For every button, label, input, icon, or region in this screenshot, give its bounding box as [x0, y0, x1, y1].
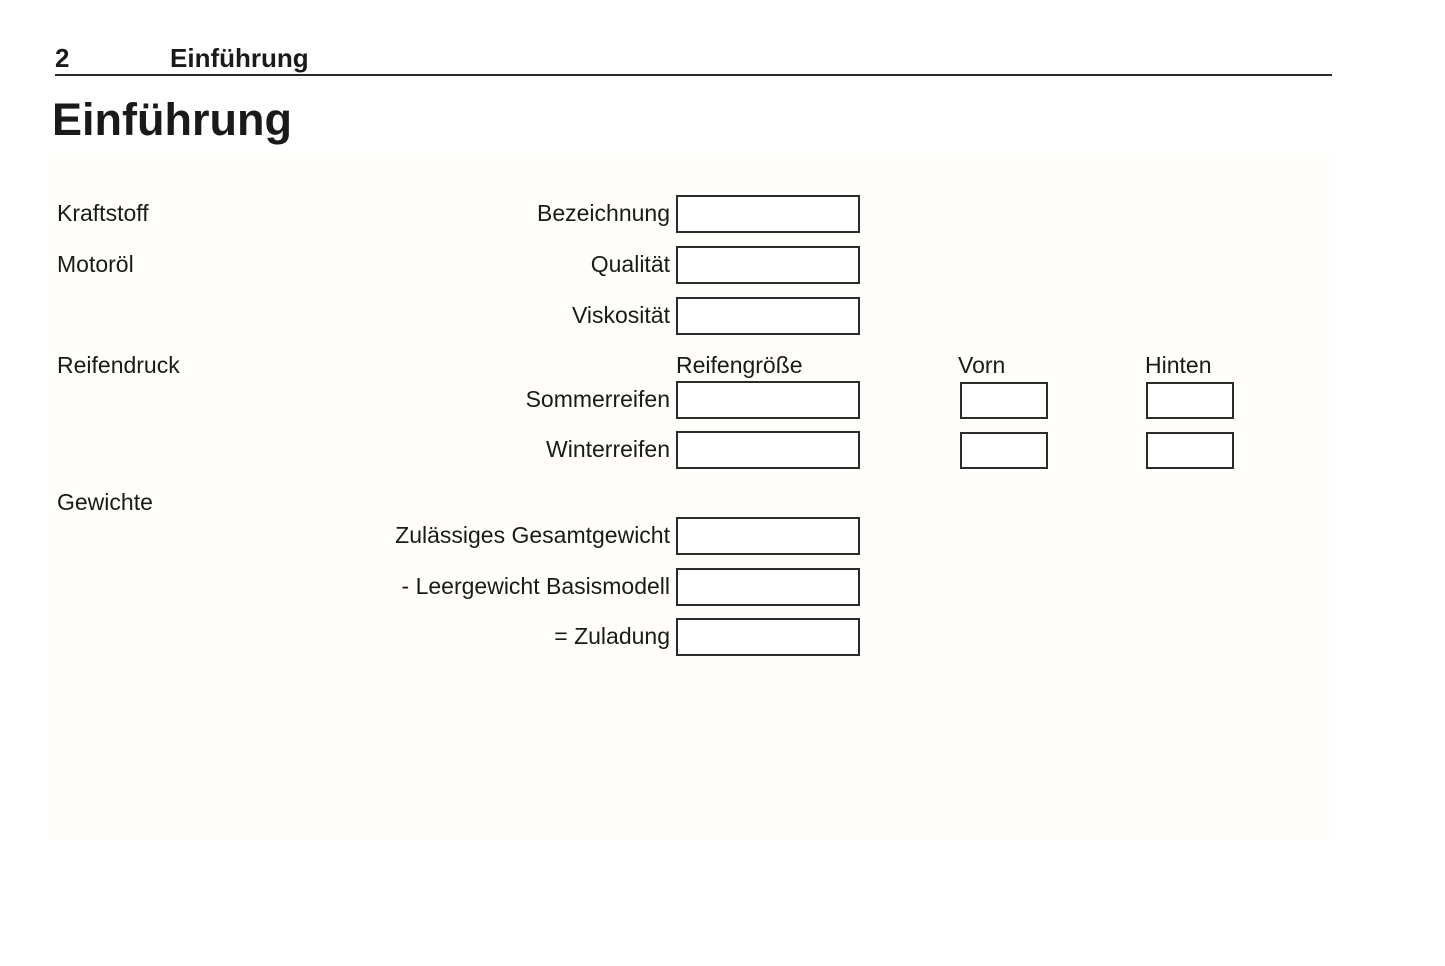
section-label-tire-pressure: Reifendruck	[57, 352, 180, 378]
quality-input[interactable]	[676, 246, 860, 284]
payload-input[interactable]	[676, 618, 860, 656]
field-label-winter-tires: Winterreifen	[546, 436, 670, 462]
designation-input[interactable]	[676, 195, 860, 233]
curb-weight-input[interactable]	[676, 568, 860, 606]
field-label-payload: = Zuladung	[554, 623, 670, 649]
header-divider	[55, 74, 1332, 76]
page-title: Einführung	[52, 94, 292, 145]
field-label-designation: Bezeichnung	[537, 200, 670, 226]
section-label-fuel: Kraftstoff	[57, 200, 149, 226]
field-label-summer-tires: Sommerreifen	[525, 386, 670, 412]
field-label-gross-weight: Zulässiges Gesamtgewicht	[395, 522, 670, 548]
winter-rear-pressure-input[interactable]	[1146, 432, 1234, 469]
summer-rear-pressure-input[interactable]	[1146, 382, 1234, 419]
column-header-front: Vorn	[958, 352, 1006, 378]
content-panel: Kraftstoff Bezeichnung Motoröl Qualität …	[46, 156, 1334, 842]
field-label-quality: Qualität	[590, 251, 670, 277]
gross-weight-input[interactable]	[676, 517, 860, 555]
header-chapter-title: Einführung	[170, 43, 309, 73]
summer-tire-size-input[interactable]	[676, 381, 860, 419]
winter-tire-size-input[interactable]	[676, 431, 860, 469]
section-label-engine-oil: Motoröl	[57, 251, 134, 277]
summer-front-pressure-input[interactable]	[960, 382, 1048, 419]
column-header-tire-size: Reifengröße	[676, 352, 803, 378]
viscosity-input[interactable]	[676, 297, 860, 335]
header-page-number: 2	[55, 43, 70, 73]
column-header-rear: Hinten	[1145, 352, 1212, 378]
winter-front-pressure-input[interactable]	[960, 432, 1048, 469]
section-label-weights: Gewichte	[57, 489, 153, 515]
field-label-curb-weight: - Leergewicht Basismodell	[401, 573, 670, 599]
field-label-viscosity: Viskosität	[571, 302, 670, 328]
